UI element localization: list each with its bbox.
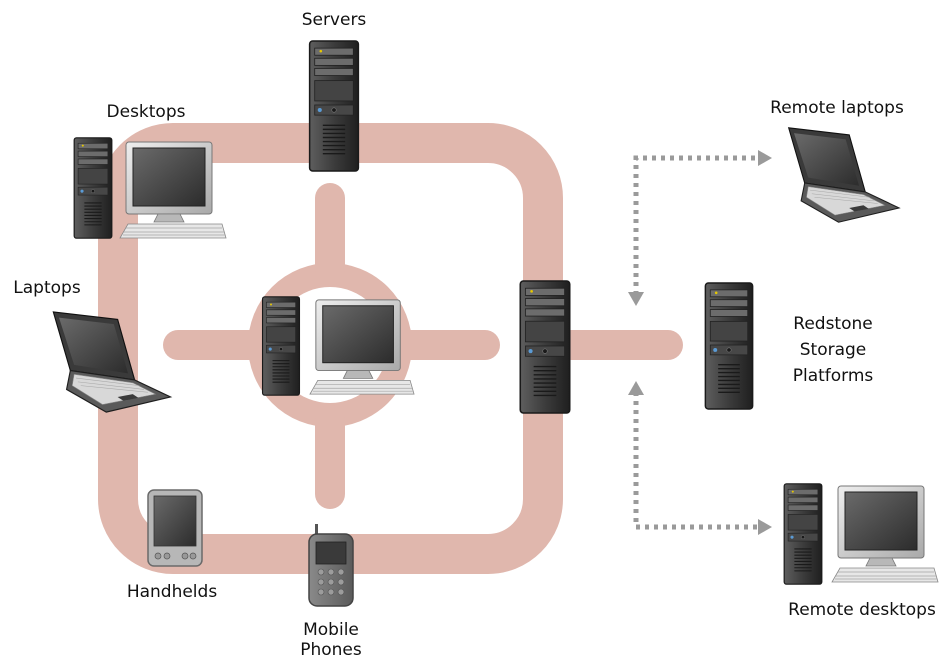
mobile-phones-label-line1: Mobile — [303, 620, 359, 640]
redstone-label-line1: Redstone — [793, 314, 873, 334]
arrowheads — [628, 150, 772, 535]
storage-tower-icon — [704, 282, 754, 410]
arrowhead-right-top — [758, 150, 772, 166]
remote-desktop-monitor-icon — [831, 485, 939, 583]
desktop-monitor-icon — [119, 141, 227, 239]
arrowhead-right-bottom — [758, 519, 772, 535]
remote-desktop-tower-icon — [783, 483, 823, 585]
server-tower-icon — [308, 40, 360, 172]
mobile-phones-label-line2: Phones — [300, 640, 362, 660]
handhelds-label: Handhelds — [126, 582, 218, 602]
remote-arrows — [633, 155, 758, 530]
handheld-icon — [147, 489, 203, 567]
remote-desktops-label: Remote desktops — [788, 600, 936, 620]
redstone-label-line2: Storage — [799, 340, 867, 360]
servers-label: Servers — [301, 10, 367, 30]
central-tower-icon — [261, 296, 301, 396]
hub-server-icon — [519, 280, 571, 414]
arrow-to-remote-desktops — [633, 392, 758, 530]
desktop-tower-icon — [73, 137, 113, 239]
remote-laptops-label: Remote laptops — [770, 98, 904, 118]
arrowhead-down — [628, 292, 644, 306]
desktops-label: Desktops — [106, 102, 186, 122]
redstone-label-line3: Platforms — [792, 366, 874, 386]
remote-laptop-icon — [788, 127, 900, 223]
laptops-label: Laptops — [13, 278, 81, 298]
laptop-icon — [52, 311, 172, 413]
arrow-to-remote-laptops — [633, 155, 758, 295]
arrowhead-up — [628, 381, 644, 395]
mobile-phone-icon — [308, 524, 354, 607]
